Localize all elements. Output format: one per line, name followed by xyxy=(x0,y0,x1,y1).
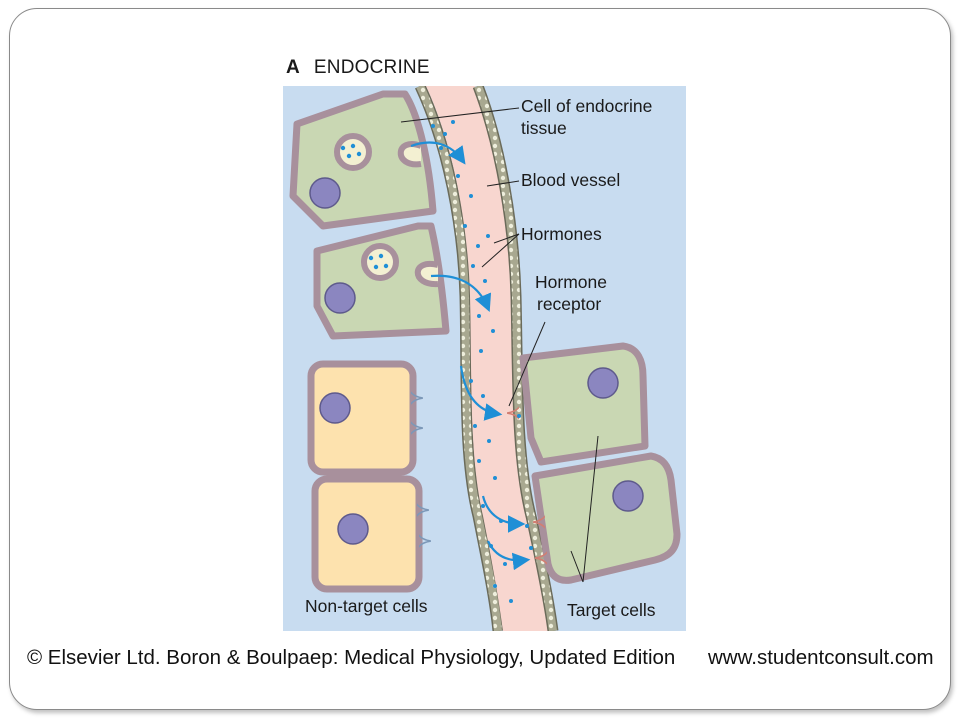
hormone-dot xyxy=(476,244,480,248)
target-cell-2-body xyxy=(531,452,681,584)
hormone-dot xyxy=(431,124,435,128)
target-cell-1-body xyxy=(519,342,649,466)
hormone-dot xyxy=(350,143,356,149)
target-cell-1: ≺ xyxy=(505,342,649,466)
hormone-dot xyxy=(481,394,485,398)
non-target-cell-2-nucleus xyxy=(337,513,369,545)
vessel-lumen xyxy=(426,86,549,631)
hormone-dot xyxy=(499,519,503,523)
secretory-vesicle xyxy=(334,133,372,171)
exocytosing-vesicle xyxy=(397,141,423,168)
hormone-receptor: ≺ xyxy=(533,547,549,569)
label-target-cells: Target cells xyxy=(567,600,656,620)
endocrine-cell-1 xyxy=(289,90,437,230)
hormone-dot xyxy=(509,599,513,603)
hormone-dot xyxy=(529,546,533,550)
hormone-dot xyxy=(451,120,455,124)
hormone-dot xyxy=(489,544,493,548)
hormone-dot xyxy=(481,504,485,508)
hormone-dot xyxy=(356,151,362,157)
secretory-vesicle xyxy=(361,243,399,281)
label-hormones: Hormones xyxy=(521,224,602,244)
hormone-dot xyxy=(491,329,495,333)
citation-caption: © Elsevier Ltd. Boron & Boulpaep: Medica… xyxy=(27,646,676,669)
endocrine-cell-2 xyxy=(313,222,450,340)
hormone-dot xyxy=(493,584,497,588)
hormone-dot xyxy=(525,524,529,528)
hormone-dot xyxy=(493,476,497,480)
leader-hormones xyxy=(481,233,520,268)
figure-title: A ENDOCRINE xyxy=(286,57,430,79)
hormone-molecules xyxy=(340,120,533,603)
panel-letter: A xyxy=(286,57,300,78)
non-target-receptor: ≻ xyxy=(409,387,425,409)
hormone-dot xyxy=(469,379,473,383)
hormone-dot xyxy=(456,174,460,178)
hormone-dot xyxy=(483,279,487,283)
hormone-dot xyxy=(486,234,490,238)
non-target-receptor: ≻ xyxy=(409,417,425,439)
hormone-dot xyxy=(477,459,481,463)
panel-title: ENDOCRINE xyxy=(313,57,430,78)
vessel-wall-right-pattern xyxy=(474,86,557,631)
hormone-dot xyxy=(479,349,483,353)
leader-hormone-receptor xyxy=(508,321,546,407)
hormone-dot xyxy=(517,414,521,418)
website-caption: www.studentconsult.com xyxy=(708,646,934,669)
leader-target-cells xyxy=(570,550,584,583)
label-cell-of-endocrine-tissue-line-1: Cell of endocrine xyxy=(521,96,652,116)
leader-lines xyxy=(400,107,599,583)
hormone-dot xyxy=(463,224,467,228)
leader-cell-of-endocrine-tissue xyxy=(400,107,520,123)
label-hormone-receptor: Hormone receptor xyxy=(535,272,612,314)
delivery-arrow xyxy=(481,495,526,533)
secretion-arrow xyxy=(410,141,466,165)
hormone-dot xyxy=(346,153,352,159)
vessel-wall-left-pattern xyxy=(416,86,502,631)
non-target-cell-1: ≻ ≻ xyxy=(307,360,425,476)
leader-blood-vessel xyxy=(486,180,520,187)
label-blood-vessel: Blood vessel xyxy=(521,170,620,190)
label-cell-of-endocrine-tissue: Cell of endocrine tissue xyxy=(521,96,657,138)
endocrine-cell-2-nucleus xyxy=(324,282,356,314)
leader-hormones xyxy=(493,233,520,244)
non-target-cell-1-body xyxy=(307,360,417,476)
non-target-receptor: ≻ xyxy=(415,499,431,521)
exocytosing-vesicle xyxy=(414,260,439,288)
label-hormone-receptor-line-1: Hormone xyxy=(535,272,607,292)
hormone-dot xyxy=(443,132,447,136)
target-cell-1-nucleus xyxy=(587,367,619,399)
target-cell-2: ≺ ≺ xyxy=(531,452,681,584)
target-cell-2-nucleus xyxy=(612,480,644,512)
hormone-dot xyxy=(368,255,374,261)
hormone-dot xyxy=(477,314,481,318)
hormone-dot xyxy=(503,562,507,566)
non-target-receptor: ≻ xyxy=(417,530,433,552)
hormone-dot xyxy=(487,439,491,443)
hormone-dot xyxy=(373,264,379,270)
secretion-arrow xyxy=(430,274,492,313)
non-target-cell-2: ≻ ≻ xyxy=(311,475,433,593)
blood-vessel xyxy=(415,86,559,631)
label-non-target-cells: Non-target cells xyxy=(305,596,428,616)
endocrine-diagram: ≻ ≻ ≻ ≻ ≺ ≺ ≺ xyxy=(283,86,686,631)
label-hormone-receptor-line-2: receptor xyxy=(537,294,601,314)
hormone-dot xyxy=(439,146,443,150)
hormone-dot xyxy=(471,264,475,268)
endocrine-cell-1-nucleus xyxy=(309,177,341,209)
delivery-arrow xyxy=(459,365,503,421)
hormone-receptor: ≺ xyxy=(505,402,521,424)
hormone-dot xyxy=(378,253,384,259)
hormone-dot xyxy=(383,263,389,269)
hormone-dot xyxy=(469,194,473,198)
hormone-dot xyxy=(340,145,346,151)
hormone-receptor: ≺ xyxy=(531,511,547,533)
hormone-dot xyxy=(473,424,477,428)
non-target-cell-1-nucleus xyxy=(319,392,351,424)
label-cell-of-endocrine-tissue-line-2: tissue xyxy=(521,118,567,138)
leader-target-cells xyxy=(582,435,599,583)
